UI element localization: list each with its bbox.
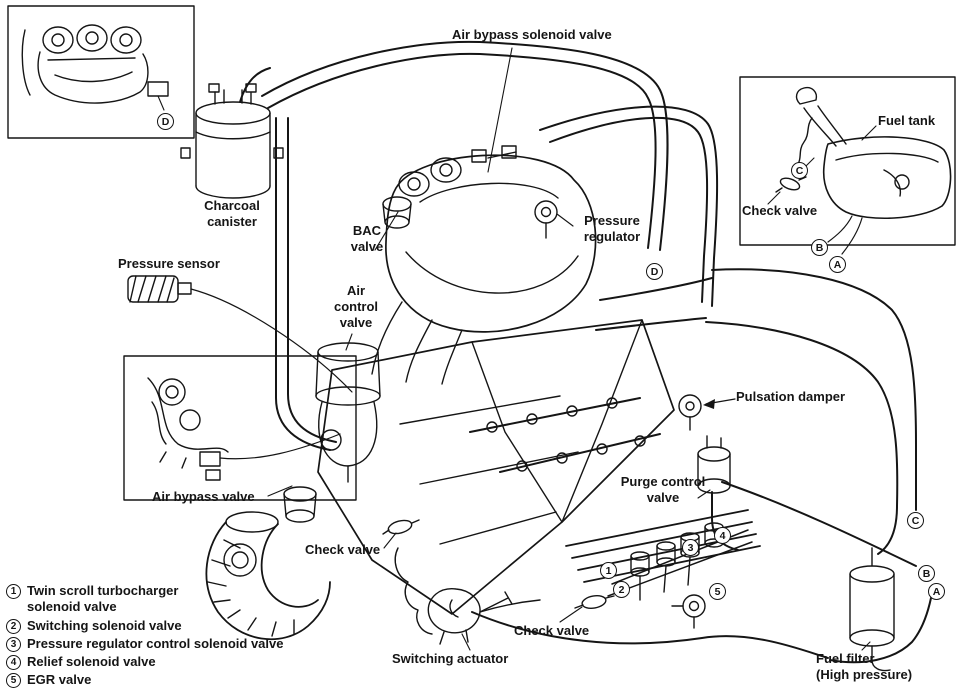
label-fuel-tank: Fuel tank	[878, 113, 936, 128]
marker-num-4: 4	[714, 527, 731, 544]
legend-text-2: Switching solenoid valve	[27, 617, 182, 633]
marker-num-2: 2	[613, 581, 630, 598]
switching-actuator-drawing	[427, 588, 541, 645]
label-air-control-valve: Air control valve	[333, 283, 379, 330]
legend: 1 Twin scroll turbocharger solenoid valv…	[6, 583, 351, 689]
legend-text-1: Twin scroll turbocharger solenoid valve	[27, 583, 179, 615]
legend-num-5-icon: 5	[6, 673, 21, 689]
marker-d-inset: D	[157, 113, 174, 130]
label-check-valve-fuel-tank: Check valve	[742, 203, 818, 218]
marker-c-tank: C	[791, 162, 808, 179]
legend-text-5: EGR valve	[27, 672, 92, 688]
marker-b-right: B	[918, 565, 935, 582]
marker-c-right: C	[907, 512, 924, 529]
pulsation-damper-drawing	[678, 394, 736, 431]
legend-text-3: Pressure regulator control solenoid valv…	[27, 635, 284, 651]
label-bac-valve: BAC valve	[350, 223, 384, 254]
label-fuel-filter: Fuel filter (High pressure)	[816, 651, 913, 682]
legend-item-3: 3 Pressure regulator control solenoid va…	[6, 636, 351, 652]
fuel-filter-drawing	[849, 547, 895, 672]
air-control-valve-drawing	[315, 342, 381, 483]
air-bypass-valve-inset-drawing	[147, 377, 341, 481]
fuel-tank-inset-drawing	[767, 86, 952, 255]
inset-boxes	[7, 5, 956, 501]
label-check-valve-bottom: Check valve	[514, 623, 590, 638]
marker-a-right: A	[928, 583, 945, 600]
legend-num-1-icon: 1	[6, 584, 21, 599]
legend-text-4: Relief solenoid valve	[27, 654, 156, 669]
label-check-valve-center: Check valve	[305, 542, 381, 557]
marker-d-center: D	[646, 263, 663, 280]
marker-num-1: 1	[600, 562, 617, 579]
legend-item-4: 4 Relief solenoid valve	[6, 654, 351, 670]
leader-lines	[267, 47, 877, 651]
vacuum-hoses	[239, 40, 932, 664]
label-air-bypass-valve: Air bypass valve	[152, 489, 255, 504]
pressure-sensor-drawing	[127, 275, 353, 393]
label-air-bypass-solenoid-valve: Air bypass solenoid valve	[452, 27, 612, 42]
marker-num-3: 3	[682, 539, 699, 556]
engine-drawing	[317, 145, 675, 635]
label-pulsation-damper: Pulsation damper	[736, 389, 846, 404]
legend-item-5: 5 EGR valve	[6, 672, 351, 689]
label-switching-actuator: Switching actuator	[392, 651, 509, 666]
throttle-body-inset-drawing	[21, 24, 169, 111]
legend-num-4-icon: 4	[6, 655, 21, 670]
label-pressure-regulator: Pressure regulator	[583, 213, 641, 244]
legend-num-3-icon: 3	[6, 636, 21, 652]
charcoal-canister-drawing	[180, 83, 284, 199]
label-purge-control-valve: Purge control valve	[620, 474, 706, 505]
air-bypass-valve-drawing	[205, 486, 331, 640]
marker-a-tank: A	[829, 256, 846, 273]
legend-item-2: 2 Switching solenoid valve	[6, 618, 351, 634]
marker-num-5: 5	[709, 583, 726, 600]
check-valve-drawings	[382, 519, 615, 609]
purge-control-valve-drawing	[697, 435, 731, 494]
label-charcoal-canister: Charcoal canister	[204, 198, 260, 229]
legend-item-1: 1 Twin scroll turbocharger solenoid valv…	[6, 583, 351, 616]
label-pressure-sensor: Pressure sensor	[118, 256, 220, 271]
marker-b-tank: B	[811, 239, 828, 256]
legend-num-2-icon: 2	[6, 618, 21, 634]
